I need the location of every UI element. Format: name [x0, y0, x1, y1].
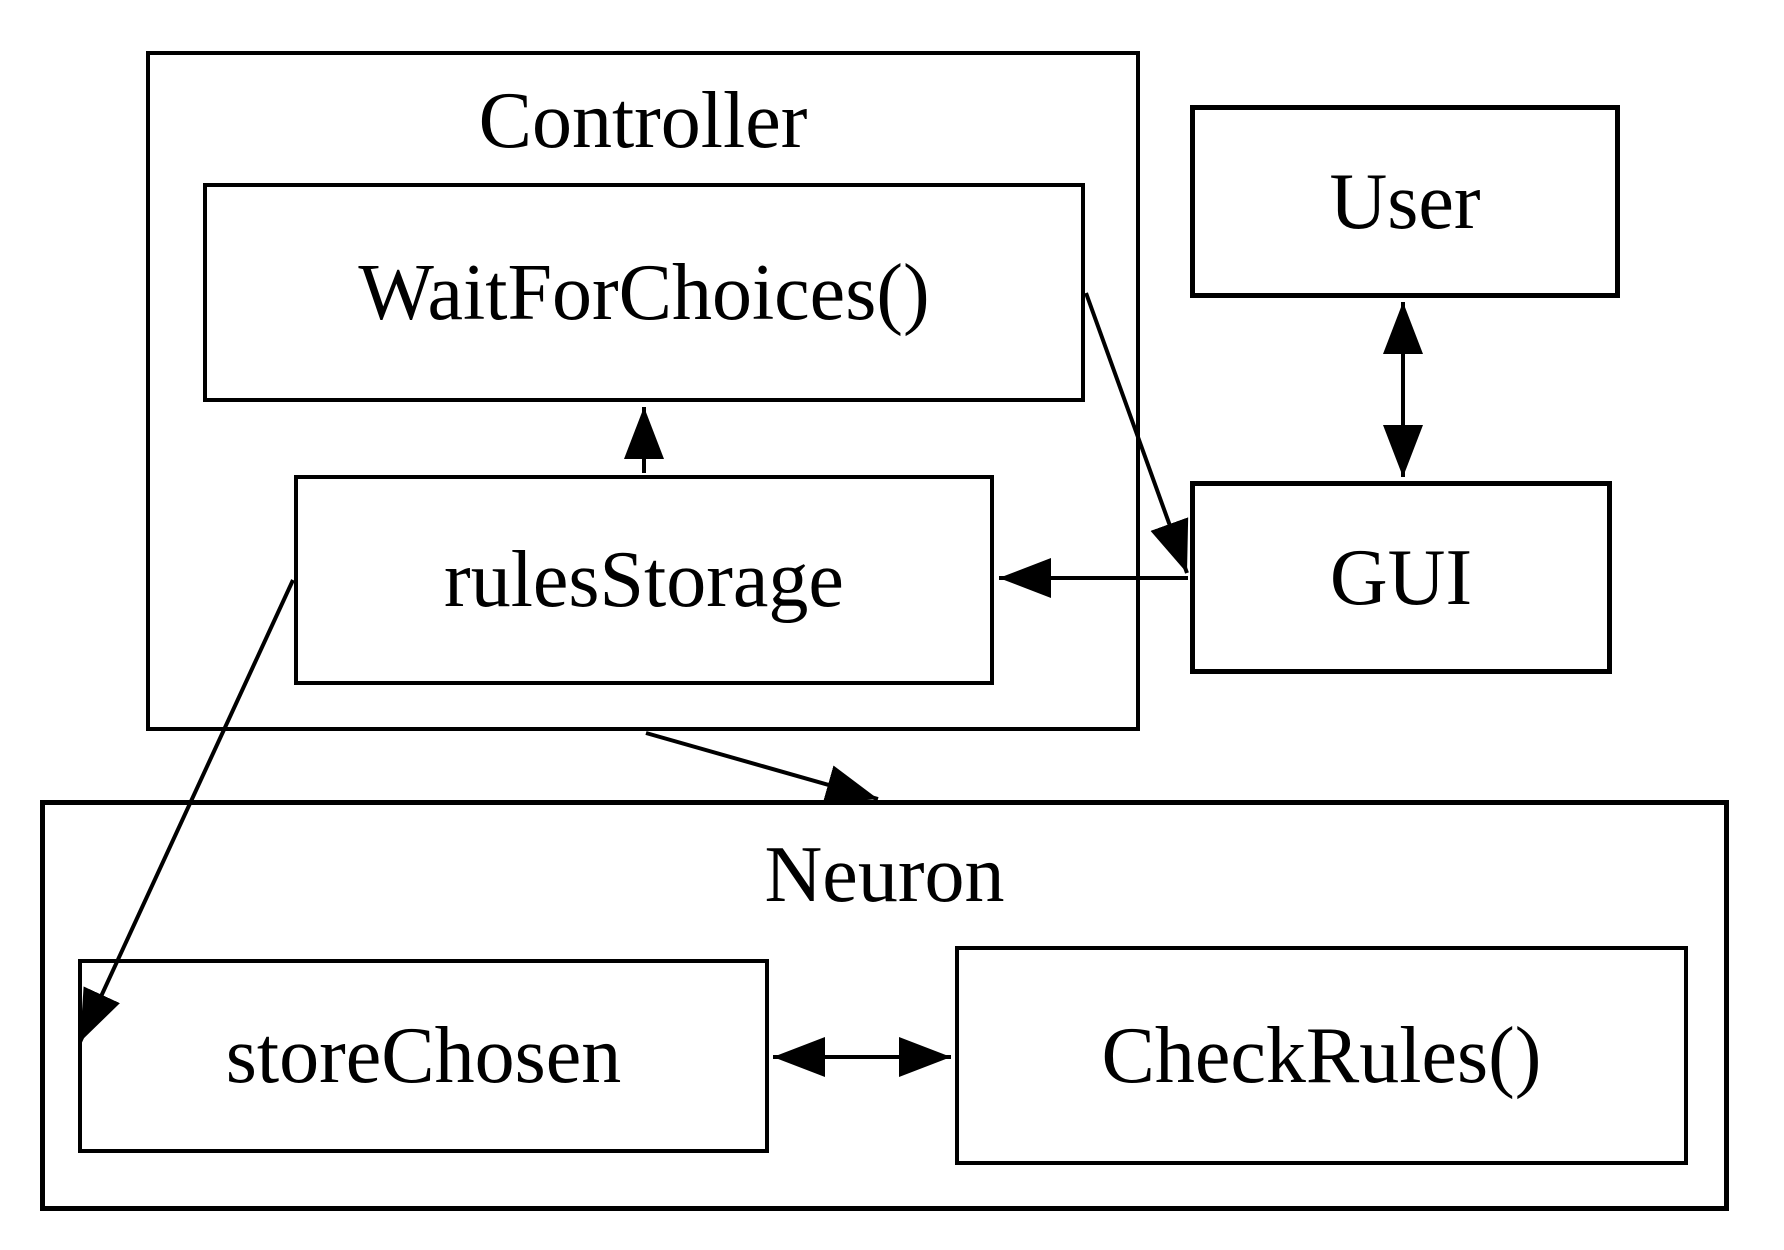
controller-label: Controller — [478, 77, 808, 165]
user-label: User — [1329, 157, 1481, 246]
gui-label: GUI — [1329, 533, 1473, 622]
store-chosen-box: storeChosen — [78, 959, 769, 1153]
wait-for-choices-box: WaitForChoices() — [203, 183, 1085, 402]
user-box: User — [1190, 105, 1620, 298]
check-rules-label: CheckRules() — [1101, 1011, 1542, 1100]
store-chosen-label: storeChosen — [225, 1012, 622, 1100]
rules-storage-box: rulesStorage — [294, 475, 994, 685]
gui-box: GUI — [1190, 481, 1612, 674]
controller-container-box: Controller WaitForChoices() rulesStorage — [146, 51, 1140, 731]
check-rules-box: CheckRules() — [955, 946, 1688, 1165]
neuron-label: Neuron — [764, 831, 1005, 919]
neuron-container-box: Neuron storeChosen CheckRules() — [40, 800, 1729, 1211]
edge-controller-to-neuron — [645, 731, 879, 805]
rules-storage-label: rulesStorage — [444, 536, 844, 624]
wait-for-choices-label: WaitForChoices() — [358, 248, 930, 337]
